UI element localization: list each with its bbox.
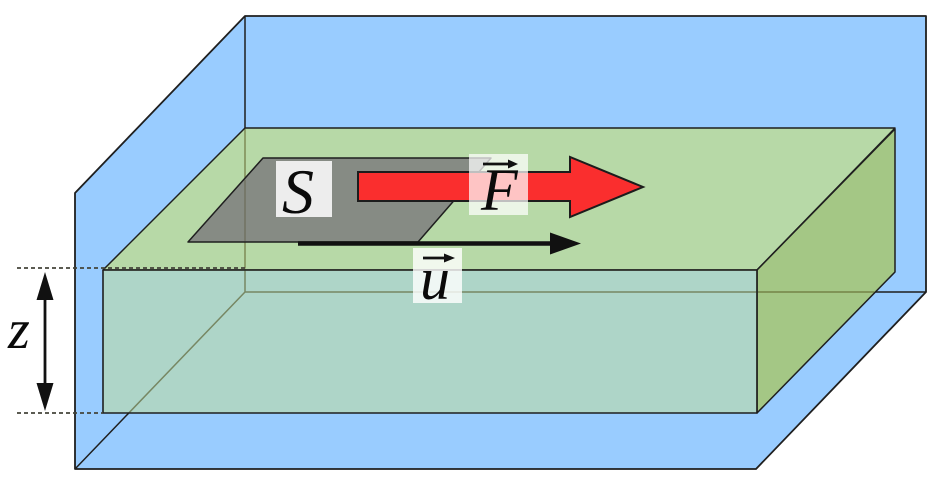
plate-area-label: S	[282, 156, 314, 227]
plate-area-label-bg	[276, 161, 332, 217]
force-label: F	[480, 157, 519, 223]
plate-area-label-group: S	[276, 156, 332, 227]
velocity-arrow	[298, 232, 581, 255]
depth-label: z	[7, 299, 30, 361]
velocity-arrowhead-icon	[550, 232, 581, 255]
velocity-label-group: u	[413, 246, 462, 312]
velocity-vector-arrow-icon	[423, 253, 455, 263]
force-label-group: F	[469, 154, 528, 223]
fluid-front-face	[102, 269, 758, 414]
depth-dimension-arrow: z	[7, 272, 54, 411]
depth-arrowhead-up-icon	[36, 272, 54, 300]
depth-arrowhead-down-icon	[36, 383, 54, 411]
force-vector-arrow-icon	[483, 159, 518, 169]
